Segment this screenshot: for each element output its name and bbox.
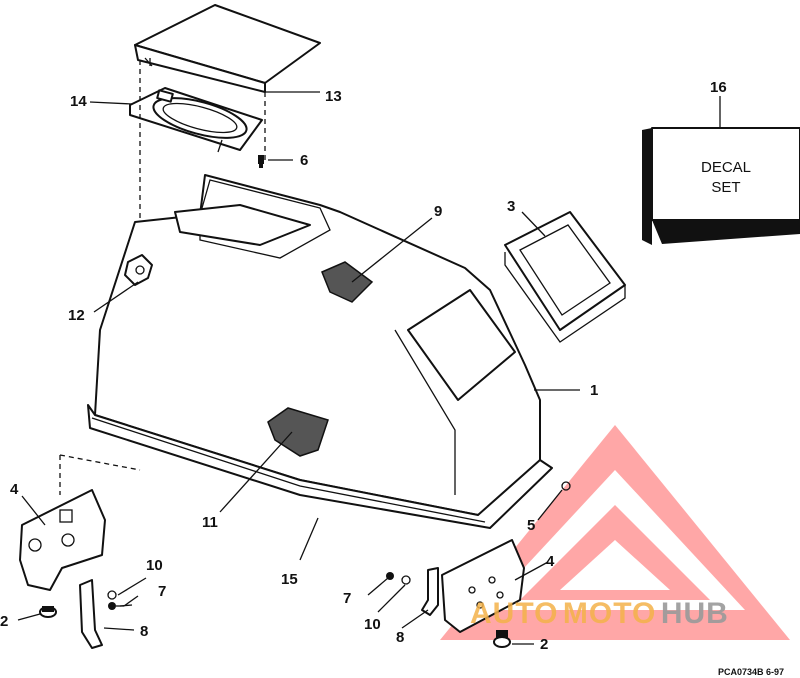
watermark-word-hub: HUB [661, 597, 729, 630]
bracket-left-part-4 [19, 489, 106, 591]
watermark-word-auto: AUTO [470, 597, 558, 630]
grommet-left-part-2 [39, 606, 57, 618]
engine-cover-part-1 [94, 174, 541, 516]
grommet-right-part-2 [493, 630, 511, 648]
latch-knob-part-12 [124, 254, 153, 286]
callout-12: 12 [68, 307, 85, 324]
callout-16: 16 [710, 79, 727, 96]
callout-3: 3 [507, 198, 515, 215]
decal-part-9 [321, 261, 374, 303]
reference-code: PCA0734B 6-97 [718, 667, 784, 677]
washer-left-part-10 [107, 590, 117, 600]
svg-text:AUTO MOTO HUB: AUTO MOTO HUB [470, 597, 729, 630]
decal-set-label-line1: DECAL [701, 159, 751, 176]
watermark-triangle-center [560, 540, 670, 590]
callout-2-right: 2 [540, 636, 548, 653]
seal-part-15 [87, 404, 553, 529]
decal-set-label-line2: SET [711, 179, 740, 196]
screw-part-6 [258, 155, 264, 168]
callout-1: 1 [590, 382, 598, 399]
watermark-word-moto: MOTO [563, 597, 656, 630]
callout-11: 11 [202, 514, 218, 531]
leader-lines [17, 91, 721, 645]
washer-right-part-10 [401, 575, 411, 585]
decal-set-box-part-16: DECAL SET [642, 127, 800, 245]
clip-left-part-8 [79, 579, 103, 649]
callout-8-left: 8 [140, 623, 148, 640]
watermark-wordmark: AUTO MOTO HUB [470, 597, 729, 630]
callout-4-left: 4 [10, 481, 19, 498]
callout-8-right: 8 [396, 629, 404, 646]
decal-part-11 [267, 407, 329, 457]
clip-right-part-8 [421, 567, 439, 616]
callout-10-right: 10 [364, 616, 381, 633]
callout-10-left: 10 [146, 557, 163, 574]
callout-9: 9 [434, 203, 442, 220]
window-frame-part-3 [504, 211, 626, 343]
bracket-right-part-4 [441, 539, 525, 633]
callout-14: 14 [70, 93, 87, 110]
callout-4-right: 4 [546, 553, 555, 570]
intake-grille-part-14 [129, 87, 263, 153]
callout-2-left: 2 [0, 613, 8, 630]
watermark-logo [440, 425, 790, 640]
callout-7-left: 7 [158, 583, 166, 600]
alignment-dashes [59, 60, 266, 495]
callout-15: 15 [281, 571, 298, 588]
callout-6: 6 [300, 152, 308, 169]
callout-13: 13 [325, 88, 342, 105]
top-cover-part-13 [134, 4, 321, 93]
callout-5: 5 [527, 517, 535, 534]
callout-labels: 1 2 2 3 4 4 5 6 7 7 8 8 9 10 10 11 12 13… [0, 79, 727, 653]
fastener-part-5 [561, 481, 571, 491]
callout-7-right: 7 [343, 590, 351, 607]
